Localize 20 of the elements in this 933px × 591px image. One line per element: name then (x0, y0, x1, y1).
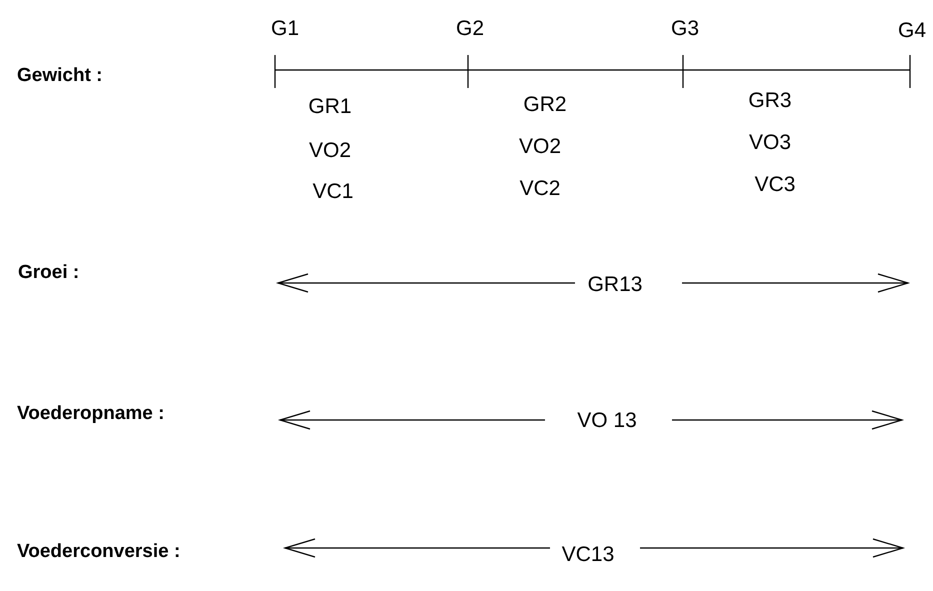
value-label: GR2 (523, 94, 567, 115)
value-label: VC3 (754, 174, 796, 195)
value-label: GR1 (308, 96, 352, 117)
row-label: Voederopname : (17, 404, 164, 423)
tick-label: G3 (671, 18, 699, 39)
value-label: VO3 (748, 132, 792, 153)
tick-label: G2 (456, 18, 484, 39)
row-label: Voederconversie : (17, 542, 180, 561)
span-label: VC13 (562, 544, 614, 565)
span-label: VO 13 (577, 410, 637, 431)
value-label: GR3 (748, 90, 792, 111)
value-label: VC1 (312, 181, 354, 202)
value-label: VC2 (520, 178, 560, 199)
row-label: Groei : (18, 263, 80, 282)
value-label: VO2 (308, 140, 352, 161)
row-label: Gewicht : (17, 66, 103, 85)
span-label: GR13 (588, 274, 642, 295)
value-label: VO2 (518, 136, 562, 157)
tick-label: G1 (271, 18, 299, 39)
tick-label: G4 (898, 20, 926, 41)
